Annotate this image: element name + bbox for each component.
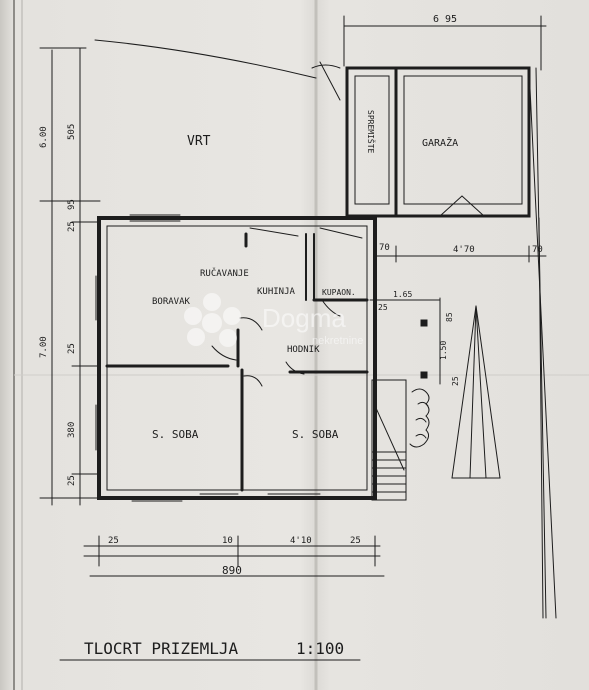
label-dining: RUČAVANJE <box>200 267 249 279</box>
dim-label: 70 <box>379 243 390 253</box>
watermark-sub: nekretnine <box>312 335 363 347</box>
dim-label: 1.65 <box>393 290 412 299</box>
logo-petal <box>203 293 221 311</box>
stair-frame <box>371 379 407 501</box>
garage-walls <box>345 66 531 218</box>
garage-gate-arc <box>311 64 341 69</box>
dim-label: 7.00 <box>39 336 49 358</box>
dim-label: 25 <box>67 343 77 354</box>
dim-label: 6.00 <box>39 126 49 148</box>
label-kitchen: KUHINJA <box>257 287 296 297</box>
label-garden: VRT <box>187 134 211 149</box>
label-bedroom-right: S. SOBA <box>292 428 339 441</box>
house-outer-walls <box>97 216 377 500</box>
door-swing-bath <box>321 299 341 317</box>
garden-boundary <box>94 39 317 79</box>
watermark-brand: Dogma <box>262 303 346 333</box>
plants-detail <box>415 401 429 439</box>
dim-label: 25 <box>108 536 119 546</box>
storage-inner <box>354 75 390 205</box>
dim-label: 4'10 <box>290 536 312 546</box>
house-inner-walls <box>106 225 368 491</box>
plan-title: TLOCRT PRIZEMLJA <box>84 639 238 658</box>
dim-label: 95 <box>67 199 77 210</box>
stair-arrow <box>375 407 405 471</box>
dim-label: 10 <box>222 536 233 546</box>
dim-label: 25 <box>451 376 460 386</box>
tree-symbol <box>451 305 501 479</box>
logo-petal <box>219 329 237 347</box>
dim-label: 25 <box>350 536 361 546</box>
garage-inner <box>403 75 523 205</box>
dim-label: 25 <box>378 303 388 312</box>
window-top-3 <box>319 227 363 239</box>
dim-label: 4'70 <box>453 245 475 255</box>
plan-scale: 1:100 <box>296 639 344 658</box>
logo-petal <box>187 328 205 346</box>
dim-label: 70 <box>532 245 543 255</box>
tree-line <box>469 305 477 479</box>
plants-hatching <box>409 388 430 448</box>
logo-petal <box>223 307 241 325</box>
dim-label: 505 <box>67 124 77 140</box>
tree-line <box>475 305 487 479</box>
dim-label: 25 <box>67 221 77 232</box>
boundary-line-right-2 <box>535 67 547 619</box>
dim-label-total: 890 <box>222 564 242 577</box>
watermark-logo <box>184 293 241 347</box>
pillar <box>420 319 428 327</box>
pillar <box>420 371 428 379</box>
label-living-room: BORAVAK <box>152 297 191 307</box>
garage-door-swing-right <box>461 195 485 217</box>
entrance-staircase <box>371 379 407 501</box>
gate-swing <box>319 61 341 101</box>
dim-label: 25 <box>67 475 77 486</box>
label-bedroom-left: S. SOBA <box>152 428 199 441</box>
door-swing-bedroom <box>243 375 263 387</box>
garage-door-swing-left <box>439 195 463 217</box>
label-bathroom: KUPAON. <box>322 288 356 297</box>
boundary-line-right <box>528 67 557 619</box>
door-swing-kitchen <box>239 317 263 331</box>
door-swing-living <box>211 345 237 361</box>
dim-label: 1.50 <box>439 341 448 360</box>
label-garage: GARAŽA <box>422 136 458 149</box>
window-top-2 <box>249 227 299 237</box>
label-storage: SPREMIŠTE <box>366 110 377 154</box>
logo-petal <box>184 307 202 325</box>
door-swing-bedroom-2 <box>285 361 305 375</box>
dim-label: 85 <box>445 312 454 322</box>
logo-petal <box>202 313 222 333</box>
dim-label: 380 <box>67 422 77 438</box>
label-hallway: HODNIK <box>287 345 320 355</box>
dim-label: 6 95 <box>433 14 457 25</box>
boundary-line-right-3 <box>538 217 544 619</box>
